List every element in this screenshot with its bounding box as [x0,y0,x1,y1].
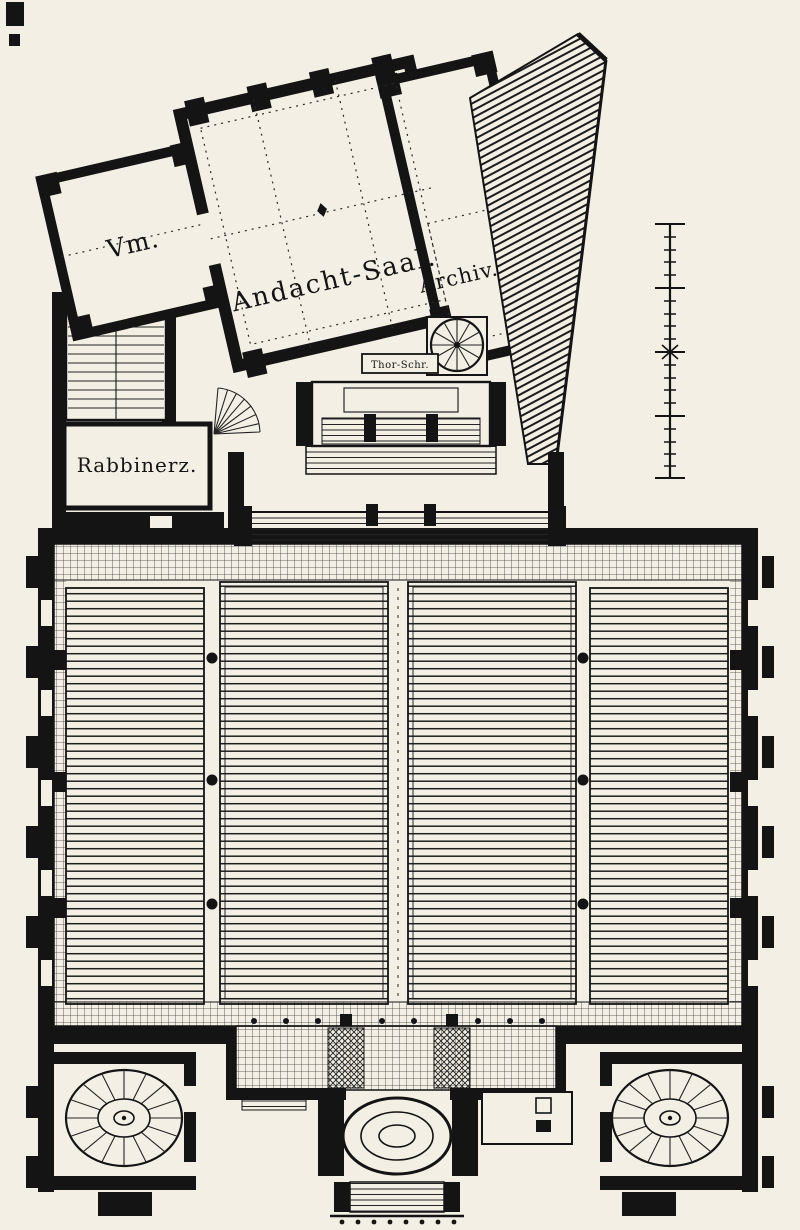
door-gap [196,212,222,267]
side-steps [241,1095,307,1111]
main-hall [26,528,774,1044]
ceiling-dotted-lines [61,80,539,348]
oval-staircase-east [610,1068,730,1168]
scale-bar [655,223,685,479]
tiled-aisle-north [53,543,743,581]
ark-and-bimah: Thor-Schr. [228,353,566,546]
tiled-aisle-south [53,1001,743,1027]
east-buttresses [762,556,774,948]
vestibule-pier-right [433,1027,471,1089]
pew-block-east [589,587,729,1005]
rabbinerz-room [61,421,213,511]
thor-schr-label: Thor-Schr. [371,360,429,371]
rabbinerz-label: Rabbinerz. [77,453,198,477]
pew-block-center-left [219,581,389,1005]
winder-stair-fan [213,387,261,435]
oval-staircase-west [64,1068,184,1168]
oval-vestibule [341,1096,453,1176]
platform-steps [305,445,497,475]
entrance-block [26,1025,774,1225]
spiral-staircase [426,316,488,376]
pew-block-west [65,587,205,1005]
tiled-vestibule [235,1025,557,1091]
thor-schr-box [361,353,439,374]
plinth-west [98,1192,152,1216]
page-corner-marks [6,2,24,46]
entrance-steps [349,1181,445,1213]
vestibule-pier-left [327,1027,365,1089]
baluster-row [251,1014,545,1026]
pew-block-center-right [407,581,577,1005]
ceiling-mark [317,203,327,217]
entrance-bollards [339,1219,457,1225]
ark-steps [321,417,481,445]
west-buttresses [26,556,38,948]
service-room [481,1091,573,1145]
wall-pilasters [54,650,742,918]
hall-columns [206,652,589,910]
wall-quoins [41,600,759,986]
bimah-strip [241,511,559,543]
neighbour-building-hatch [468,32,608,465]
plinth-east [622,1192,676,1216]
scale-bar-cross [661,344,679,360]
